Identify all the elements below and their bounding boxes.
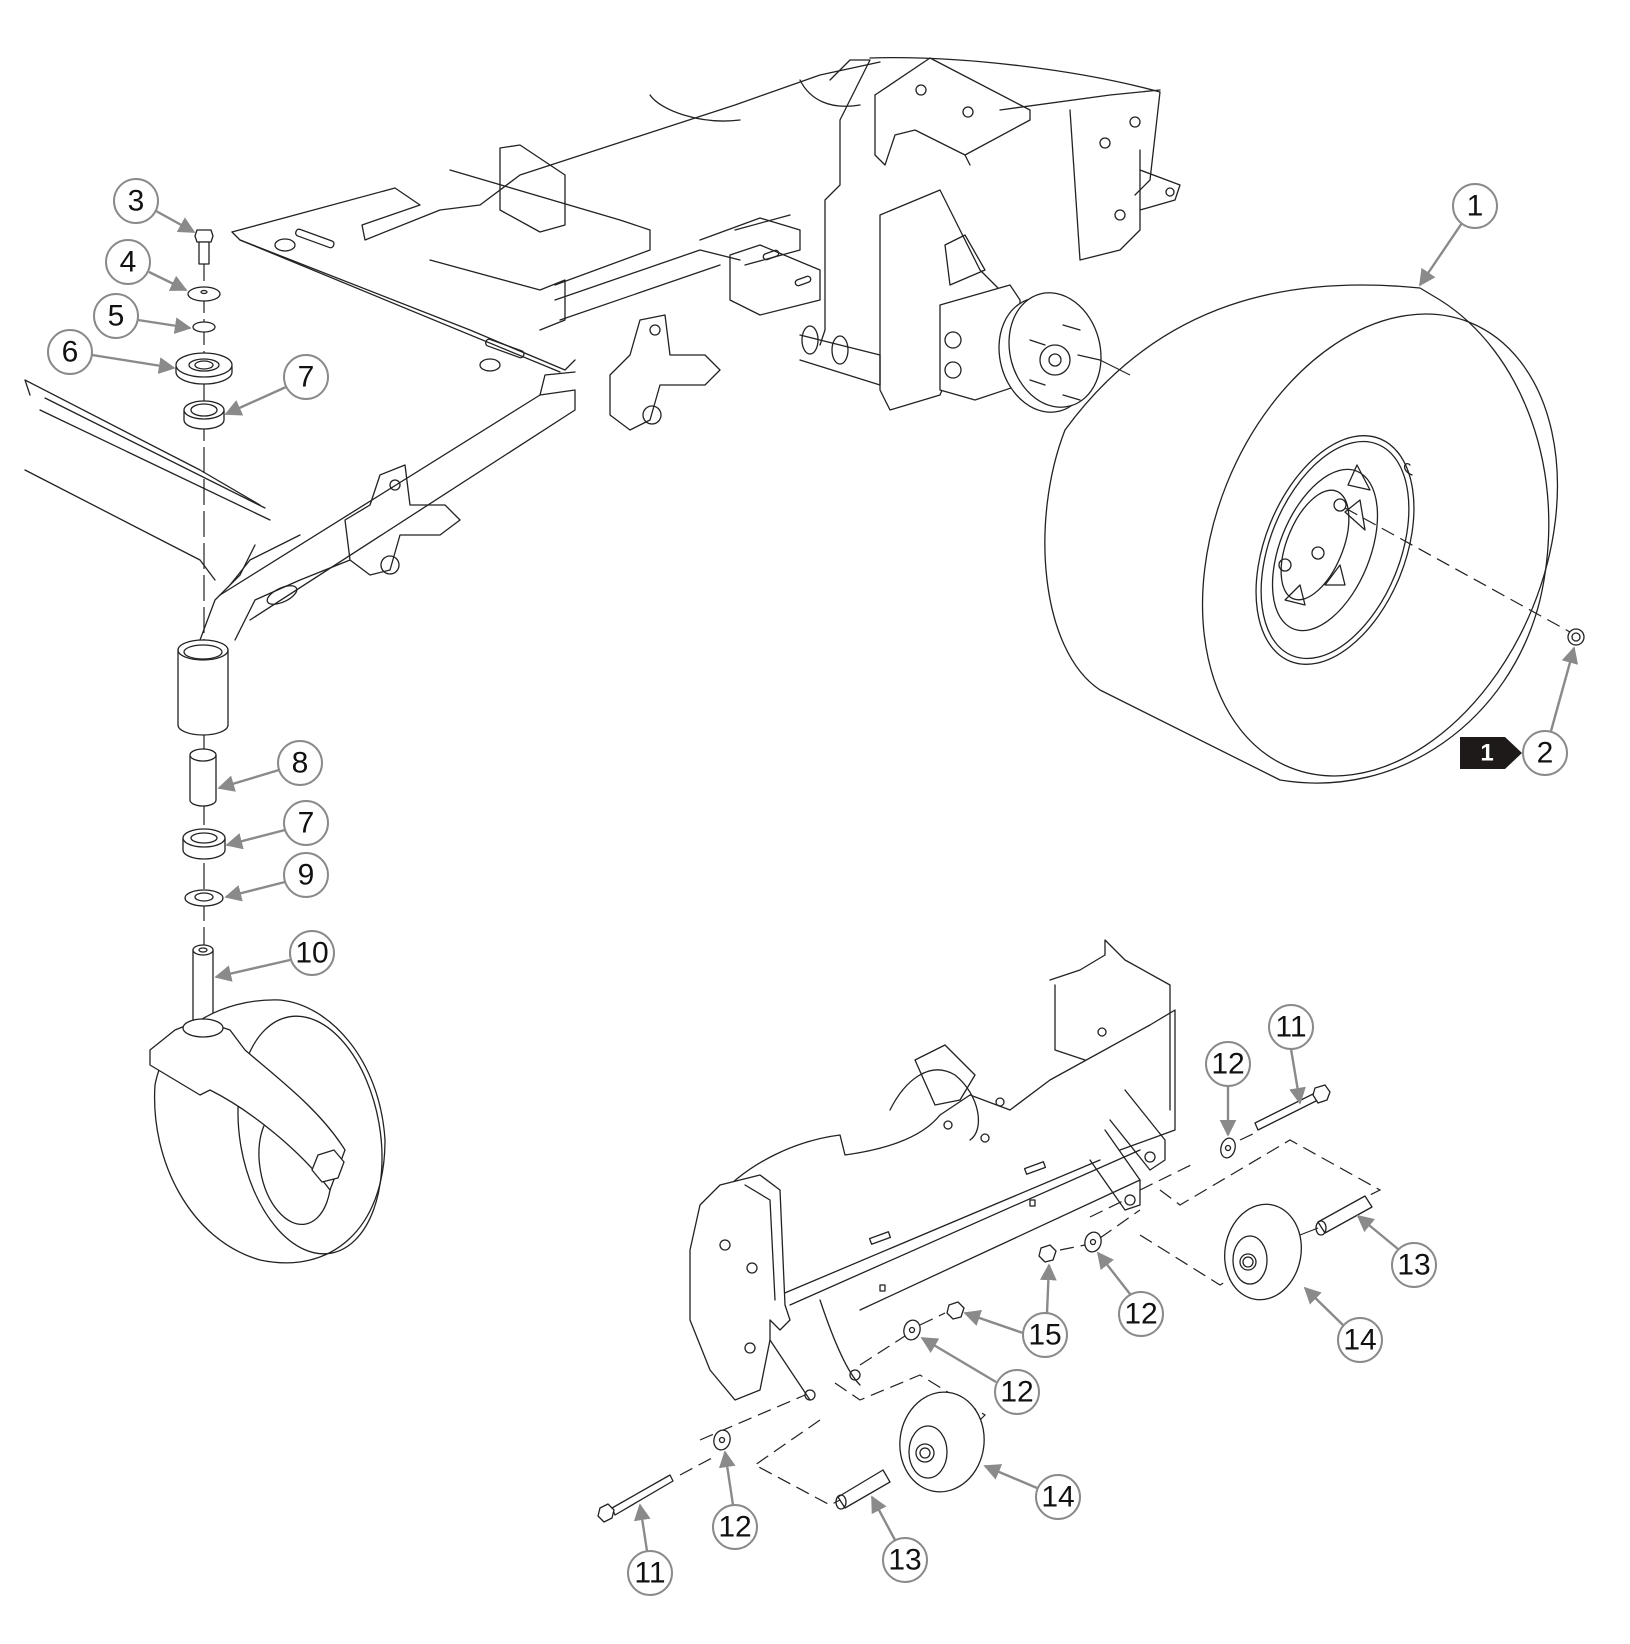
svg-text:8: 8 — [292, 747, 309, 780]
callout-10[interactable]: 10 — [214, 930, 335, 982]
callout-11-left[interactable]: 11 — [627, 1503, 673, 1596]
svg-text:1: 1 — [1467, 190, 1484, 223]
callout-12-right-outer[interactable]: 12 — [1205, 1041, 1251, 1137]
callout-7-upper[interactable]: 7 — [224, 354, 329, 416]
callout-11-right[interactable]: 11 — [1268, 1004, 1314, 1105]
svg-text:13: 13 — [1397, 1249, 1430, 1282]
callout-12-right-inner[interactable]: 12 — [1096, 1251, 1164, 1337]
callout-7-lower[interactable]: 7 — [225, 800, 329, 850]
right-roller-set — [1038, 1084, 1382, 1301]
svg-text:12: 12 — [718, 1511, 751, 1544]
svg-text:12: 12 — [1124, 1298, 1157, 1331]
callout-3[interactable]: 3 — [113, 178, 196, 234]
callout-9[interactable]: 9 — [224, 852, 329, 902]
callout-8[interactable]: 8 — [217, 740, 323, 792]
callout-13-right[interactable]: 13 — [1356, 1214, 1437, 1288]
roller-bracket — [689, 939, 1176, 1401]
callout-5[interactable]: 5 — [93, 293, 192, 339]
svg-text:11: 11 — [634, 1557, 665, 1590]
rear-wheel — [1044, 284, 1571, 784]
svg-text:11: 11 — [1275, 1011, 1306, 1044]
callout-12-left-outer[interactable]: 12 — [712, 1450, 758, 1550]
callouts: 1 2 1 3 4 5 6 — [47, 178, 1579, 1596]
callout-15[interactable]: 15 — [963, 1263, 1068, 1358]
svg-text:14: 14 — [1041, 1481, 1074, 1514]
svg-text:7: 7 — [298, 807, 315, 840]
callout-14-right[interactable]: 14 — [1303, 1286, 1383, 1363]
callout-6[interactable]: 6 — [47, 329, 176, 375]
svg-text:5: 5 — [108, 300, 125, 333]
svg-text:3: 3 — [128, 185, 145, 218]
svg-text:13: 13 — [888, 1544, 921, 1577]
svg-text:1: 1 — [1480, 740, 1493, 767]
svg-text:6: 6 — [62, 336, 79, 369]
svg-text:14: 14 — [1343, 1324, 1376, 1357]
lug-nut — [1567, 628, 1585, 646]
svg-text:7: 7 — [298, 361, 315, 394]
main-frame — [24, 57, 1181, 641]
svg-text:9: 9 — [298, 859, 315, 892]
callout-2[interactable]: 2 — [1522, 646, 1579, 776]
svg-text:12: 12 — [1211, 1048, 1244, 1081]
callout-13-left[interactable]: 13 — [870, 1495, 928, 1583]
svg-text:2: 2 — [1537, 737, 1554, 770]
callout-1[interactable]: 1 — [1419, 183, 1498, 287]
left-roller-set — [597, 1301, 986, 1523]
svg-text:12: 12 — [1000, 1376, 1033, 1409]
caster-stack — [149, 229, 386, 1264]
callout-12-left-inner[interactable]: 12 — [920, 1336, 1040, 1415]
svg-text:10: 10 — [295, 937, 328, 970]
callout-14-left[interactable]: 14 — [983, 1464, 1081, 1520]
note-badge: 1 — [1460, 737, 1522, 769]
svg-text:4: 4 — [120, 246, 137, 279]
callout-4[interactable]: 4 — [105, 239, 188, 292]
svg-text:15: 15 — [1028, 1319, 1061, 1352]
